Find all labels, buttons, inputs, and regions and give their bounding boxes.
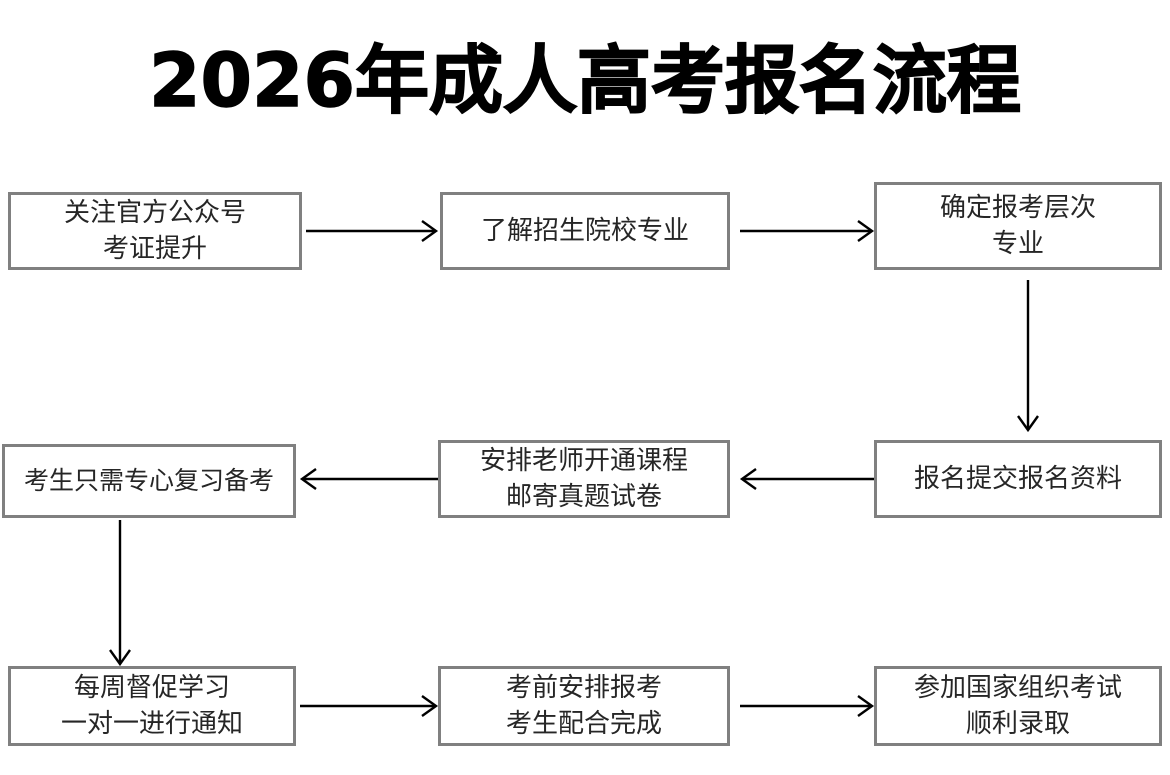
flow-node-1[interactable]: 关注官方公众号 考证提升 [8, 192, 302, 270]
arrow-right-node8-node9 [740, 694, 875, 718]
flow-node-8-line-2: 考生配合完成 [505, 709, 662, 739]
flow-node-1-line-1: 关注官方公众号 [63, 198, 246, 228]
flow-node-7-line-2: 一对一进行通知 [60, 709, 243, 739]
flow-node-8[interactable]: 考前安排报考 考生配合完成 [438, 666, 730, 746]
flow-node-9-line-1: 参加国家组织考试 [913, 673, 1122, 703]
flow-node-2-line-1: 了解招生院校专业 [480, 216, 689, 246]
arrow-right-node1-node2 [306, 219, 439, 243]
flow-node-6-line-1: 报名提交报名资料 [913, 464, 1122, 494]
flow-node-5-line-1: 安排老师开通课程 [479, 446, 688, 476]
flow-node-7[interactable]: 每周督促学习 一对一进行通知 [8, 666, 296, 746]
arrow-right-node2-node3 [740, 219, 875, 243]
flow-node-7-line-1: 每周督促学习 [73, 673, 230, 703]
flow-node-4[interactable]: 考生只需专心复习备考 [2, 444, 296, 518]
flow-node-3-line-1: 确定报考层次 [939, 193, 1096, 223]
flow-node-3[interactable]: 确定报考层次 专业 [874, 182, 1162, 270]
flow-node-5[interactable]: 安排老师开通课程 邮寄真题试卷 [438, 440, 730, 518]
flow-node-6[interactable]: 报名提交报名资料 [874, 440, 1162, 518]
arrow-right-node7-node8 [300, 694, 439, 718]
flow-node-2[interactable]: 了解招生院校专业 [440, 192, 730, 270]
flow-node-4-line-1: 考生只需专心复习备考 [23, 466, 274, 495]
flow-node-9[interactable]: 参加国家组织考试 顺利录取 [874, 666, 1162, 746]
flow-node-9-line-2: 顺利录取 [965, 709, 1070, 739]
flow-node-3-line-2: 专业 [991, 229, 1044, 259]
flow-node-8-line-1: 考前安排报考 [505, 673, 662, 703]
page-title: 2026年成人高考报名流程 [148, 37, 1021, 124]
flow-node-1-line-2: 考证提升 [102, 234, 207, 264]
arrow-left-node5-node4 [299, 467, 438, 491]
arrow-down-node3-node6 [1016, 280, 1040, 433]
arrow-down-node4-node7 [108, 520, 132, 667]
flow-node-5-line-2: 邮寄真题试卷 [505, 482, 662, 512]
arrow-left-node6-node5 [739, 467, 874, 491]
